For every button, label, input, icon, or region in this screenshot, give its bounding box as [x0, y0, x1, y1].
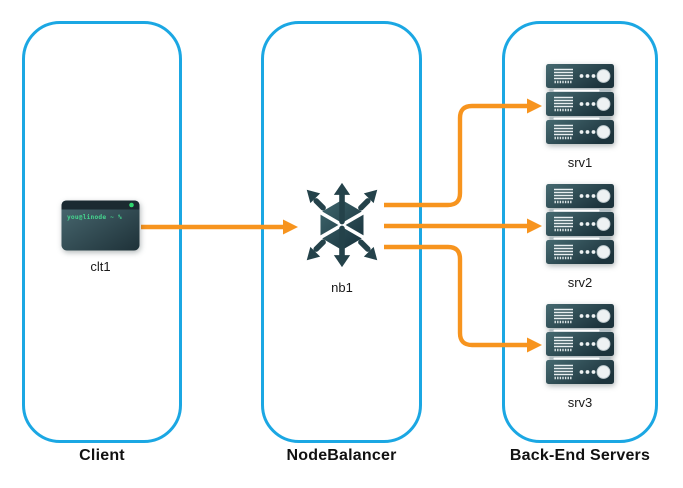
terminal-prompt-text: you@linode ~ % [67, 213, 122, 221]
server-stack-icon [546, 304, 614, 384]
node-label-nb1: nb1 [331, 280, 353, 295]
terminal-icon: you@linode ~ % [61, 200, 140, 251]
node-srv1 [546, 64, 614, 144]
nodebalancer-icon [306, 182, 378, 268]
node-label-clt1: clt1 [90, 259, 111, 274]
node-nb1 [299, 182, 385, 268]
node-label-srv1: srv1 [567, 155, 593, 170]
node-srv3 [546, 304, 614, 384]
group-box-client [22, 21, 182, 443]
node-label-srv3: srv3 [567, 395, 593, 410]
server-stack-icon [546, 64, 614, 144]
group-label-backend-servers: Back-End Servers [509, 447, 651, 464]
node-srv2 [546, 184, 614, 264]
node-clt1: you@linode ~ % [61, 200, 140, 251]
group-label-nodebalancer: NodeBalancer [286, 447, 397, 464]
terminal-green-dot [129, 202, 134, 208]
group-box-backend-servers [502, 21, 658, 443]
server-stack-icon [546, 184, 614, 264]
terminal-titlebar [61, 200, 140, 210]
group-label-client: Client [79, 447, 125, 464]
node-label-srv2: srv2 [567, 275, 593, 290]
group-box-nodebalancer [261, 21, 422, 443]
